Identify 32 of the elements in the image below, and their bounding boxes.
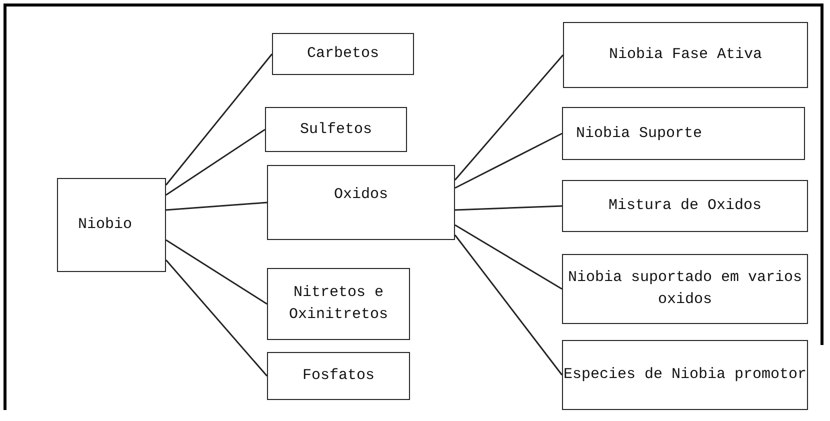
- node-label: Niobia suportado em varios oxidos: [566, 268, 804, 310]
- text-box: [267, 165, 455, 240]
- text-box: [562, 107, 805, 160]
- connector-line: [454, 234, 563, 376]
- node-label: Niobio: [78, 215, 132, 236]
- connector-line: [165, 54, 273, 186]
- node-label: Mistura de Oxidos: [608, 196, 762, 216]
- connector-line: [454, 205, 562, 211]
- node-label: Sulfetos: [300, 120, 372, 140]
- text-box: [265, 107, 407, 152]
- node-label: Carbetos: [306, 44, 379, 64]
- connector-line: [454, 132, 562, 189]
- node-label: Nitretos e Oxinitretos: [288, 283, 390, 325]
- node-label: Niobia Suporte: [576, 124, 702, 144]
- text-box: [562, 254, 808, 324]
- connector-line: [166, 239, 268, 305]
- text-box: [57, 178, 166, 272]
- node-label: Especies de Niobia promotor: [563, 365, 807, 386]
- connector-line: [166, 128, 266, 196]
- text-box: [562, 180, 808, 232]
- node-label: Fosfatos: [302, 366, 374, 386]
- connector-line: [454, 54, 564, 180]
- connector-line: [165, 260, 268, 376]
- text-box: [272, 33, 414, 75]
- node-label: Oxidos: [334, 185, 388, 205]
- text-box: [563, 22, 808, 88]
- text-box: [267, 352, 410, 400]
- connector-line: [454, 224, 562, 290]
- connector-line: [166, 202, 268, 211]
- text-box: [267, 268, 410, 340]
- node-label: Niobia Fase Ativa: [608, 45, 762, 66]
- text-box: [562, 340, 808, 410]
